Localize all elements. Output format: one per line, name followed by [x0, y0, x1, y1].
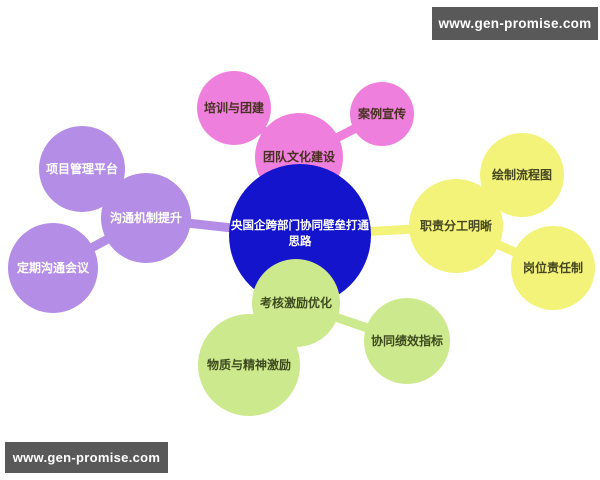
branch-team-culture-label: 团队文化建设 [262, 149, 335, 164]
child-training-teambuilding-node: 培训与团建 [197, 71, 271, 145]
child-regular-meetings-node: 定期沟通会议 [8, 223, 98, 313]
branch-responsibility-node: 职责分工明晰 [409, 179, 503, 273]
child-material-spiritual-label: 物质与精神激励 [206, 357, 291, 372]
child-kpi-node: 协同绩效指标 [364, 298, 450, 384]
child-material-spiritual-node: 物质与精神激励 [198, 314, 300, 416]
child-training-teambuilding-label: 培训与团建 [203, 100, 264, 115]
watermark-bottom: www.gen-promise.com [5, 442, 168, 473]
child-post-responsibility-label: 岗位责任制 [522, 260, 583, 275]
child-flowchart-label: 绘制流程图 [491, 167, 552, 182]
branch-incentive-label: 考核激励优化 [259, 295, 332, 310]
watermark-bottom-text: www.gen-promise.com [12, 450, 161, 465]
child-post-responsibility-node: 岗位责任制 [511, 226, 595, 310]
center-label-line2: 思路 [288, 236, 312, 248]
branch-responsibility-label: 职责分工明晰 [419, 218, 492, 233]
watermark-top-text: www.gen-promise.com [438, 16, 592, 31]
child-case-publicity-label: 案例宣传 [357, 106, 406, 121]
child-project-platform-node: 项目管理平台 [39, 126, 125, 212]
branch-communication-label: 沟通机制提升 [109, 210, 182, 225]
child-project-platform-label: 项目管理平台 [45, 161, 118, 176]
child-regular-meetings-label: 定期沟通会议 [16, 260, 89, 275]
watermark-top: www.gen-promise.com [432, 7, 598, 40]
child-flowchart-node: 绘制流程图 [480, 133, 564, 217]
center-label-line1: 央国企跨部门协同壁垒打通 [231, 220, 369, 233]
child-case-publicity-node: 案例宣传 [350, 82, 414, 146]
child-kpi-label: 协同绩效指标 [370, 333, 443, 348]
